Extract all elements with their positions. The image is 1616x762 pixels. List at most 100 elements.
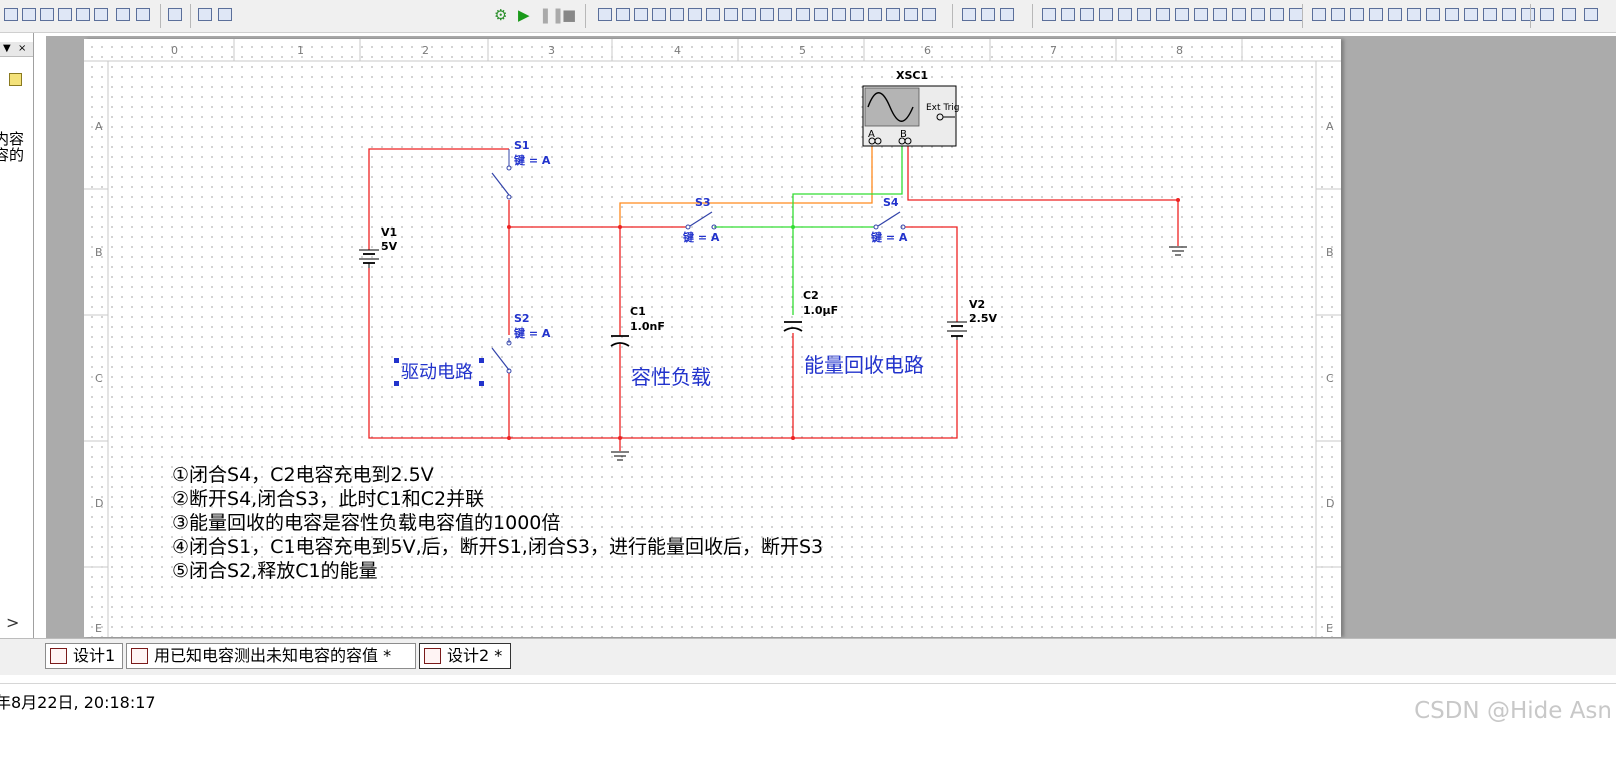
instrument-icon[interactable] [1080,8,1094,21]
instrument-icon[interactable] [886,8,900,21]
probe-a-wire[interactable] [619,143,873,227]
display-icon[interactable] [58,8,72,21]
capacitive-load-label[interactable]: 容性负载 [631,365,711,389]
note-line-1: ①闭合S4，C2电容充电到2.5V [172,464,434,486]
misc-icon[interactable] [40,8,54,21]
energy-recovery-label[interactable]: 能量回收电路 [804,353,924,377]
instrument-icon[interactable] [1099,8,1113,21]
instrument-icon[interactable] [616,8,630,21]
instrument-icon[interactable] [1213,8,1227,21]
instrument-icon[interactable] [832,8,846,21]
instrument-icon[interactable] [1483,8,1497,21]
instrument-icon[interactable] [868,8,882,21]
scroll-right-icon[interactable]: > [6,613,20,632]
selection-handles [394,358,484,386]
instrument-icon[interactable] [1584,8,1598,21]
drive-circuit-label[interactable]: 驱动电路 [401,362,473,383]
simulate-icon[interactable]: ⚙ [494,6,508,24]
project-icon[interactable] [9,73,22,86]
s1-key: 键 = A [513,153,551,167]
instrument-icon[interactable] [1042,8,1056,21]
instrument-icon[interactable] [688,8,702,21]
xsc1-a-terminal: A [868,129,875,140]
instrument-icon[interactable] [1388,8,1402,21]
instrument-icon[interactable] [1562,8,1576,21]
instrument-icon[interactable] [1194,8,1208,21]
switch-s1[interactable] [491,149,512,200]
instrument-icon[interactable] [1445,8,1459,21]
antenna-icon[interactable] [76,8,90,21]
instrument-icon[interactable] [1137,8,1151,21]
instrument-icon[interactable] [760,8,774,21]
indicator-icon[interactable] [22,8,36,21]
probe-icon[interactable] [94,8,108,21]
instrument-icon[interactable] [1232,8,1246,21]
hierarchy-icon[interactable] [198,8,212,21]
instrument-icon[interactable] [634,8,648,21]
component-icon[interactable] [4,8,18,21]
switch-s2[interactable] [491,338,512,374]
instrument-icon[interactable] [598,8,612,21]
instrument-icon[interactable] [1407,8,1421,21]
panel-close-button[interactable]: × [18,43,27,54]
instrument-icon[interactable] [1118,8,1132,21]
instrument-icon[interactable] [1426,8,1440,21]
switch-s4[interactable] [873,211,906,230]
instrument-icon[interactable] [1464,8,1478,21]
instrument-icon[interactable] [742,8,756,21]
capacitor-c1[interactable] [610,335,630,347]
tab-design-1[interactable]: 设计1 [45,643,123,669]
wire-icon[interactable] [116,8,130,21]
switch-s3[interactable] [685,211,717,230]
stop-icon[interactable]: ■ [562,6,577,24]
instrument-icon[interactable] [778,8,792,21]
panel-menu-button[interactable]: ▼ [3,43,11,54]
schematic-sheet[interactable] [84,39,1341,637]
oscilloscope-xsc1[interactable] [862,85,957,147]
instrument-icon[interactable] [1061,8,1075,21]
tab-design-2[interactable]: 设计2 * [419,643,511,669]
instrument-icon[interactable] [1270,8,1284,21]
instrument-icon[interactable] [850,8,864,21]
instrument-icon[interactable] [1156,8,1170,21]
toolbar-separator [585,4,586,28]
instrument-icon[interactable] [814,8,828,21]
capacitor-c2[interactable] [783,321,803,332]
instrument-icon[interactable] [1502,8,1516,21]
battery-v2[interactable] [947,321,967,340]
instrument-icon[interactable] [796,8,810,21]
instrument-icon[interactable] [1312,8,1326,21]
battery-v1[interactable] [359,249,379,268]
instrument-icon[interactable] [981,8,995,21]
tab-known-capacitor[interactable]: 用已知电容测出未知电容的容值 * [126,643,416,669]
instrument-icon[interactable] [922,8,936,21]
instrument-icon[interactable] [1350,8,1364,21]
instruction-notes[interactable]: ①闭合S4，C2电容充电到2.5V ②断开S4,闭合S3，此时C1和C2并联 ③… [172,464,823,582]
instrument-icon[interactable] [652,8,666,21]
mouse-icon[interactable] [136,8,150,21]
pause-icon[interactable]: ❚❚ [539,6,565,24]
s4-label: S4 [883,196,899,209]
instrument-icon[interactable] [1000,8,1014,21]
ruler-row-label: A [1326,120,1334,133]
instrument-icon[interactable] [670,8,684,21]
instrument-icon[interactable] [1369,8,1383,21]
ground-symbol-left [611,451,629,461]
step-icon[interactable] [218,8,232,21]
instrument-icon[interactable] [904,8,918,21]
instrument-icon[interactable] [1251,8,1265,21]
circuit-wires[interactable] [368,143,1179,451]
instrument-icon[interactable] [1521,8,1535,21]
instrument-icon[interactable] [1175,8,1189,21]
instrument-icon[interactable] [1540,8,1554,21]
clipboard-icon[interactable] [168,8,182,21]
run-icon[interactable]: ▶ [518,6,530,24]
v2-label: V2 [969,298,985,311]
instrument-icon[interactable] [962,8,976,21]
instrument-icon[interactable] [706,8,720,21]
instrument-icon[interactable] [1331,8,1345,21]
instrument-icon[interactable] [724,8,738,21]
toolbar-separator [1032,4,1033,28]
schematic-icon [424,648,441,664]
